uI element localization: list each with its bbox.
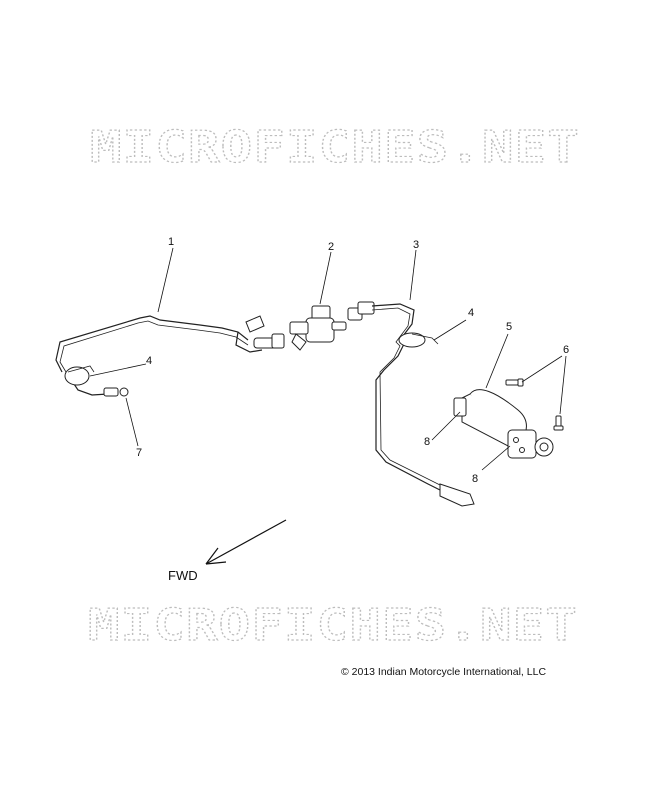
callout-1: 1 xyxy=(168,236,174,248)
callout-3: 3 xyxy=(413,239,419,251)
bolt-6b xyxy=(553,415,564,431)
bolt-6a xyxy=(505,378,524,387)
vent-hose-left xyxy=(55,315,263,396)
fitting-7 xyxy=(103,387,129,397)
purge-valve xyxy=(289,305,347,351)
callout-7: 7 xyxy=(136,447,142,459)
callout-4-left: 4 xyxy=(146,355,152,367)
callout-6: 6 xyxy=(563,344,569,356)
callout-8-upper: 8 xyxy=(424,436,430,448)
hose-connector-left xyxy=(245,315,285,349)
leader-lines xyxy=(89,247,567,471)
hose-clamp-left xyxy=(64,365,95,386)
copyright-notice: © 2013 Indian Motorcycle International, … xyxy=(341,666,546,678)
hose-connector-right xyxy=(347,301,375,321)
forward-arrow xyxy=(205,519,287,565)
watermark-bottom: MICROFICHES.NET xyxy=(88,600,578,651)
callout-2: 2 xyxy=(328,241,334,253)
charcoal-canister xyxy=(453,389,554,459)
vent-hose-right xyxy=(371,303,443,491)
callout-8-lower: 8 xyxy=(472,473,478,485)
hose-end-fitting xyxy=(439,483,475,507)
hose-clamp-right xyxy=(398,332,439,348)
forward-label: FWD xyxy=(168,568,198,583)
callout-4-right: 4 xyxy=(468,307,474,319)
watermark-top: MICROFICHES.NET xyxy=(90,122,580,173)
callout-5: 5 xyxy=(506,321,512,333)
